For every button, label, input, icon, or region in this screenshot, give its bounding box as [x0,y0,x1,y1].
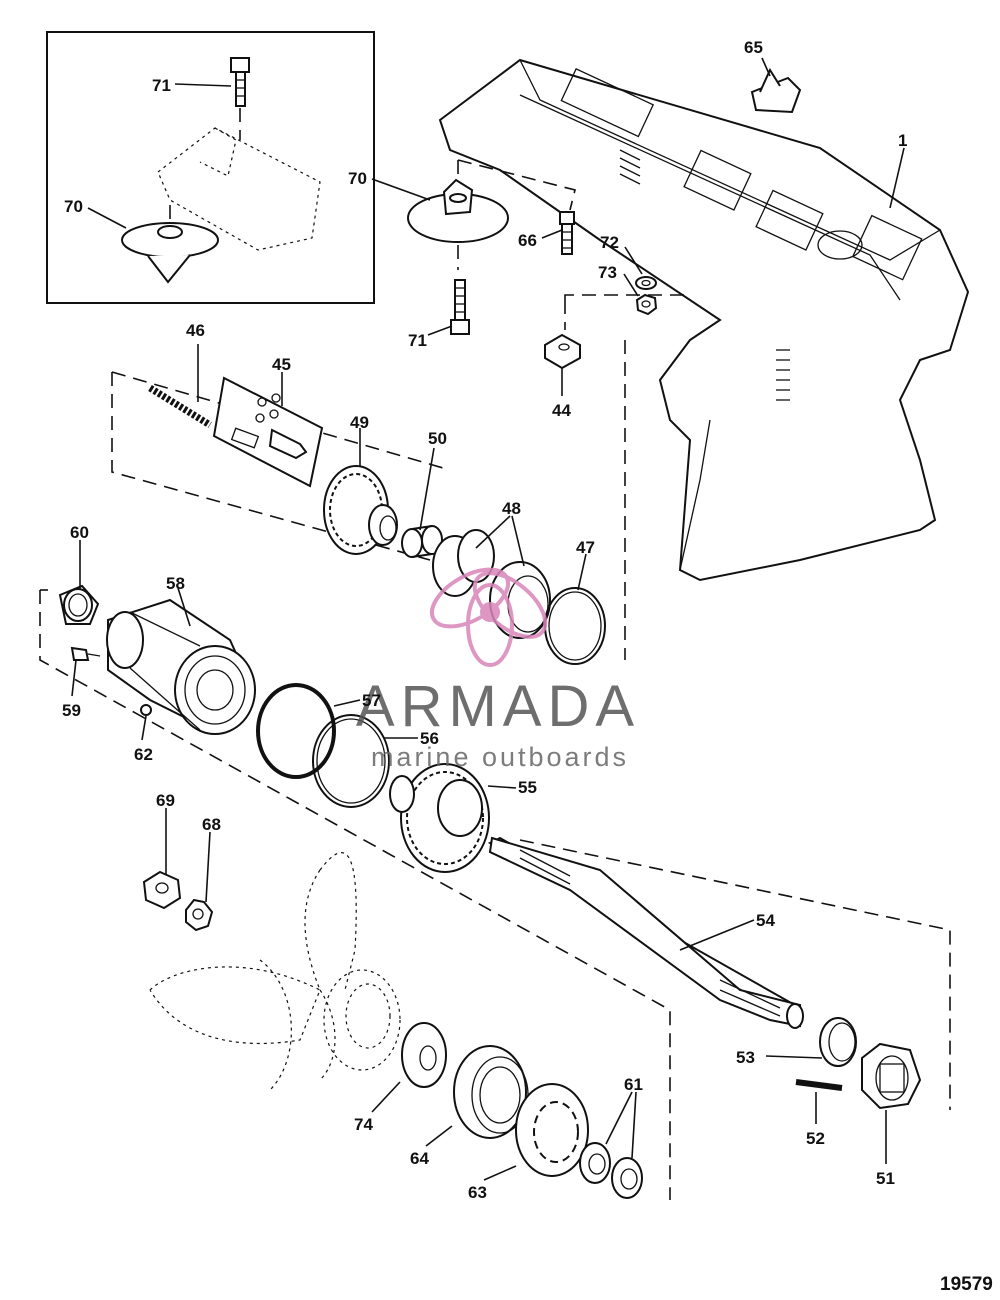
inset-detail [46,31,375,304]
label-49: 49 [350,413,369,432]
label-73: 73 [598,263,617,282]
spring-46 [148,385,212,428]
label-50: 50 [428,429,447,448]
label-69: 69 [156,791,175,810]
label-74: 74 [354,1115,373,1134]
label-61: 61 [624,1075,643,1094]
label-54: 54 [756,911,775,930]
reverse-gear-55 [389,763,490,873]
label-60: 60 [70,523,89,542]
o-ring-47 [544,587,606,665]
pinion-gear-49 [323,465,398,555]
ring-53 [819,1017,857,1067]
label-68: 68 [202,815,221,834]
label-52: 52 [806,1129,825,1148]
armada-watermark: ARMADA marine outboards [356,567,640,772]
drawing-number: 19579 [940,1274,993,1295]
label-64: 64 [410,1149,429,1168]
clutch-51 [861,1042,922,1110]
clip-65 [750,67,802,114]
label-63: 63 [468,1183,487,1202]
label-46: 46 [186,321,205,340]
label-58: 58 [166,574,185,593]
stud-59 [70,646,101,661]
propeller [149,852,401,1091]
label-53: 53 [736,1048,755,1067]
anode-70-inset [121,205,219,284]
label-55: 55 [518,778,537,797]
bolt-66 [559,211,575,255]
label-71: 71 [408,331,427,350]
label-62: 62 [134,745,153,764]
bolt-71-inset [230,57,250,140]
label-1: 1 [898,131,907,150]
washer-72 [635,276,657,290]
nut-69 [142,870,182,910]
label-56: 56 [420,729,439,748]
label-47: 47 [576,538,595,557]
label-45: 45 [272,355,291,374]
anode-70 [407,159,576,270]
propeller-shaft-54 [487,836,804,1029]
kit-45 [212,376,324,488]
label-51: 51 [876,1169,895,1188]
tab-washer-63 [515,1083,589,1177]
label-57: 57 [362,691,381,710]
watermark-subtitle: marine outboards [371,742,629,772]
washer-74 [401,1022,447,1088]
label-44: 44 [552,401,571,420]
watermark-title: ARMADA [356,674,640,739]
label-70-inset: 70 [64,197,83,216]
label-59: 59 [62,701,81,720]
nut-73 [635,293,658,316]
o-ring-57 [256,683,336,779]
block-44 [544,333,581,370]
bearing-carrier-58 [106,598,256,735]
label-66: 66 [518,231,537,250]
watermark-logo-mark [430,567,548,667]
label-70: 70 [348,169,367,188]
leader-lines [71,57,905,1181]
shim-56 [312,714,390,808]
label-48: 48 [502,499,521,518]
bolt-71 [450,279,470,335]
pin-52 [795,1079,843,1091]
label-72: 72 [600,233,619,252]
tab-washer-68 [185,898,214,932]
label-65: 65 [744,38,763,57]
label-71-inset: 71 [152,76,171,95]
spacer-61 [579,1142,643,1199]
part-labels: 71 70 70 66 71 65 1 72 73 44 46 45 49 50… [62,38,907,1202]
fitting-62 [140,704,152,716]
bearing-60 [58,584,100,625]
thrust-hub-64 [453,1045,529,1139]
